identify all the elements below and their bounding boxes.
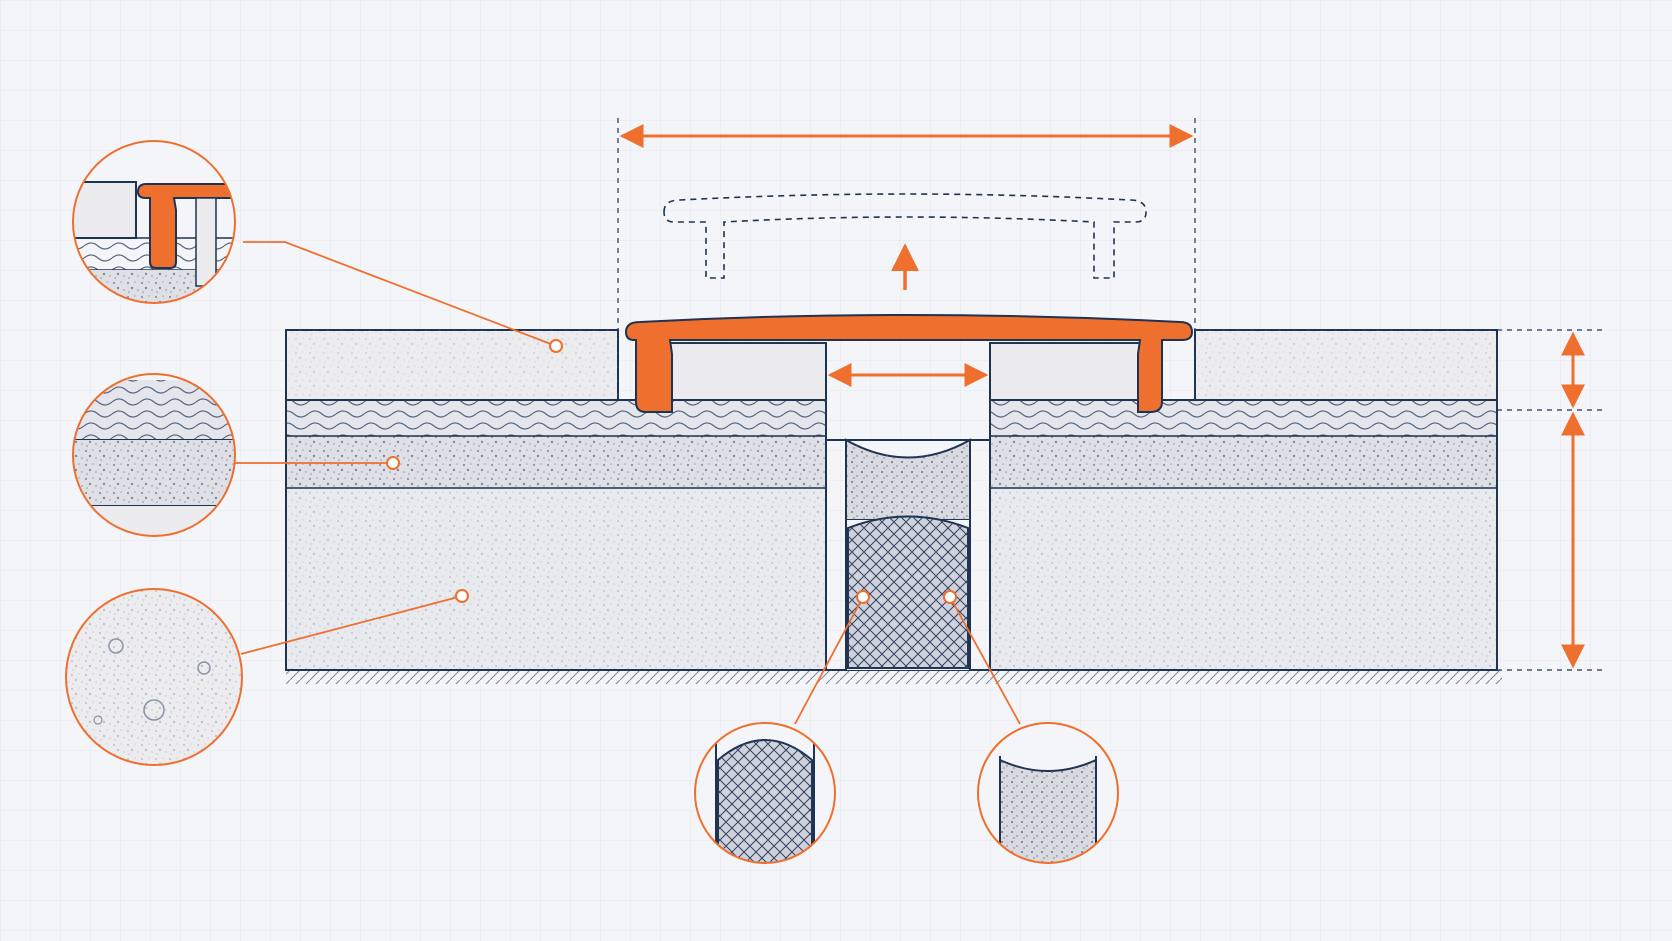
- lifted-profile-outline: [663, 193, 1147, 279]
- ground-hatch: [286, 670, 1502, 684]
- callout-sealant-detail: [977, 722, 1119, 864]
- callout-anchor-dots: [386, 339, 957, 604]
- callout-backer-rod-detail: [694, 722, 836, 864]
- left-slab-stack: [285, 329, 827, 671]
- callout-concrete-detail: [65, 588, 243, 766]
- right-slab-stack: [286, 329, 1498, 671]
- joint-gap: [826, 438, 990, 671]
- main-cross-section: [285, 118, 1605, 684]
- callout-leaders: [235, 241, 1021, 725]
- cover-profile: [624, 314, 1194, 413]
